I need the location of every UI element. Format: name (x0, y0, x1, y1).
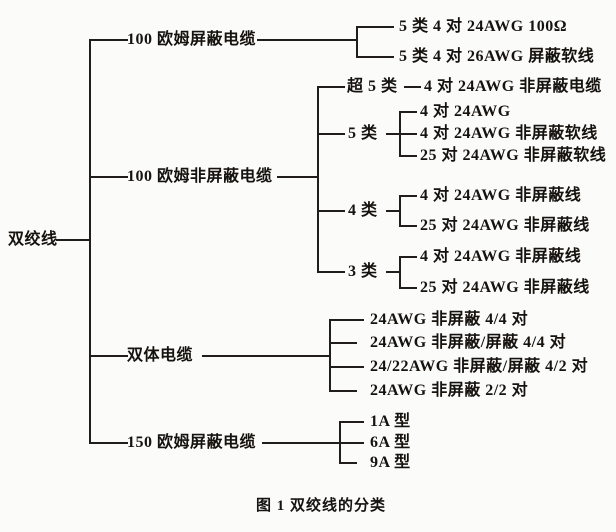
leaf-cat5-4pair-24awg-100ohm: 5 类 4 对 24AWG 100Ω (399, 18, 568, 35)
branch-100ohm-unshielded-label: 100 欧姆非屏蔽电缆 (127, 168, 273, 185)
leaf-cat3-25pair-24awg-unshielded: 25 对 24AWG 非屏蔽线 (420, 279, 590, 296)
leaf-24-22awg-unshielded-shielded-4-2-pair: 24/22AWG 非屏蔽/屏蔽 4/2 对 (370, 358, 589, 375)
group-cat5e-label: 超 5 类 (347, 78, 398, 95)
leaf-cat5-4pair-24awg: 4 对 24AWG (420, 103, 511, 120)
branch-twin-cable-lines (90, 319, 364, 392)
leaf-cat5e-4pair-24awg-unshielded-cable: 4 对 24AWG 非屏蔽电缆 (424, 78, 602, 95)
trunk-lines (56, 39, 91, 444)
branch-100ohm-shielded-lines (90, 26, 394, 58)
leaf-type-6a: 6A 型 (370, 434, 411, 451)
leaf-24awg-unshielded-shielded-4-4-pair: 24AWG 非屏蔽/屏蔽 4/4 对 (370, 334, 567, 351)
branch-150ohm-shielded-lines (90, 421, 364, 464)
leaf-cat5-4pair-24awg-unshielded-cord: 4 对 24AWG 非屏蔽软线 (420, 125, 598, 142)
figure-caption: 图 1 双绞线的分类 (256, 498, 387, 514)
leaf-cat5-4pair-26awg-shielded-cord: 5 类 4 对 26AWG 屏蔽软线 (399, 48, 595, 65)
leaf-cat3-4pair-24awg-unshielded: 4 对 24AWG 非屏蔽线 (420, 248, 582, 265)
branch-twin-cable-label: 双体电缆 (127, 347, 194, 364)
group-cat3-label: 3 类 (348, 263, 378, 280)
leaf-24awg-unshielded-2-2-pair: 24AWG 非屏蔽 2/2 对 (370, 382, 529, 399)
leaf-cat5-25pair-24awg-unshielded-cord: 25 对 24AWG 非屏蔽软线 (420, 147, 607, 164)
leaf-24awg-unshielded-4-4-pair: 24AWG 非屏蔽 4/4 对 (370, 311, 529, 328)
group-cat5-label: 5 类 (348, 125, 378, 142)
leaf-type-1a: 1A 型 (370, 413, 411, 430)
branch-100ohm-shielded-label: 100 欧姆屏蔽电缆 (127, 31, 257, 48)
branch-150ohm-shielded-label: 150 欧姆屏蔽电缆 (127, 434, 257, 451)
branch-100ohm-unshielded-lines (90, 86, 421, 289)
leaf-type-9a: 9A 型 (370, 454, 411, 471)
group-cat4-label: 4 类 (348, 202, 378, 219)
leaf-cat4-25pair-24awg-unshielded: 25 对 24AWG 非屏蔽线 (420, 217, 590, 234)
leaf-cat4-4pair-24awg-unshielded: 4 对 24AWG 非屏蔽线 (420, 187, 582, 204)
root-label-twisted-pair: 双绞线 (8, 231, 58, 248)
